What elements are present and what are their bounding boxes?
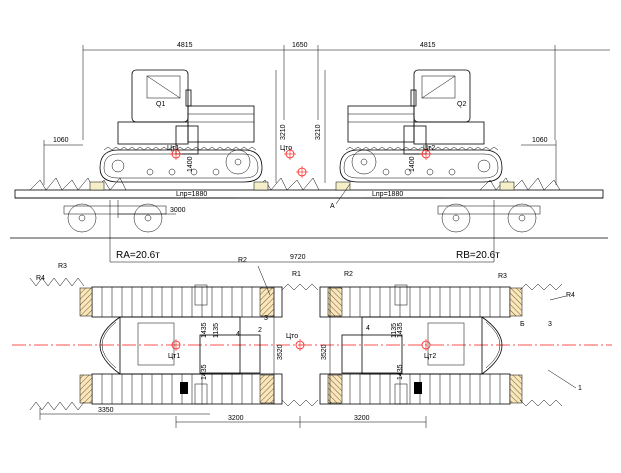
callout-2: 2 bbox=[258, 327, 262, 334]
dim-gauge-right: 1135 bbox=[391, 323, 398, 338]
callout-r4-left: R4 bbox=[36, 275, 45, 282]
dim-track-a: 1435 bbox=[201, 322, 208, 338]
label-q1: Q1 bbox=[156, 101, 165, 108]
callout-r3-left: R3 bbox=[58, 263, 67, 270]
dim-gap: 1650 bbox=[292, 42, 308, 49]
dim-height-left: 3210 bbox=[280, 124, 287, 140]
dim-track-d: 1435 bbox=[397, 364, 404, 380]
dim-plan-bottom-mid-left: 3200 bbox=[228, 415, 244, 422]
label-cto-plan: Цто bbox=[286, 333, 298, 340]
dim-left-length: 4815 bbox=[177, 42, 193, 49]
callout-3-left: 3 bbox=[264, 315, 268, 322]
callout-r2-left: R2 bbox=[238, 257, 247, 264]
label-ct1-side: Цт1 bbox=[167, 145, 179, 152]
callout-r4-right: R4 bbox=[566, 292, 575, 299]
plan-dims: 1435 1435 1435 1435 1135 1135 3520 3520 … bbox=[39, 287, 427, 428]
callout-4-left: 4 bbox=[236, 331, 240, 338]
tractor-left-plan: Цт1 bbox=[79, 284, 283, 405]
dim-right-length: 4815 bbox=[420, 42, 436, 49]
label-cto-side: Цто bbox=[280, 145, 292, 152]
lashings bbox=[29, 277, 563, 411]
dim-track-b: 1435 bbox=[201, 364, 208, 380]
callout-r2-right: R2 bbox=[344, 271, 353, 278]
plan-view: 9720 bbox=[12, 254, 612, 428]
dim-left-overhang: 1060 bbox=[53, 137, 69, 144]
combined-cg-side: Цто bbox=[280, 145, 308, 178]
dim-3000: 3000 bbox=[170, 207, 186, 214]
dim-lpr-right: Lпр=1880 bbox=[372, 191, 403, 198]
dim-plan-bottom-left: 3350 bbox=[98, 407, 114, 414]
dim-plan-width-left: 3520 bbox=[277, 344, 284, 360]
dim-height-right: 3210 bbox=[315, 124, 322, 140]
callout-b: Б bbox=[520, 321, 525, 328]
label-ct2-side: Цт2 bbox=[423, 145, 435, 152]
dim-right-overhang: 1060 bbox=[532, 137, 548, 144]
dim-cg-right: 1400 bbox=[409, 156, 416, 172]
dim-plan-bottom-mid-right: 3200 bbox=[354, 415, 370, 422]
dim-gauge-left: 1135 bbox=[213, 323, 220, 338]
side-elevation: 4815 1650 4815 3210 3210 1060 1060 Q1 bbox=[10, 42, 610, 262]
dim-plan-total: 9720 bbox=[290, 254, 306, 261]
reaction-a: RA=20.6т bbox=[116, 250, 160, 261]
dim-cg-left: 1400 bbox=[187, 156, 194, 172]
top-dimension-chain: 4815 1650 4815 bbox=[82, 42, 610, 140]
label-q2: Q2 bbox=[457, 101, 466, 108]
label-a: A bbox=[330, 203, 335, 210]
tractor-right-plan bbox=[319, 284, 523, 405]
label-ct1-plan: Цт1 bbox=[168, 353, 180, 360]
tractor-right bbox=[339, 69, 503, 183]
side-lower-dims: Lпр=1880 Lпр=1880 3000 RA=20.6т RB=20.6т bbox=[109, 191, 500, 262]
dim-plan-width-right: 3520 bbox=[321, 344, 328, 360]
callouts: R4 R3 R2 R1 R2 R3 R4 3 2 4 4 Б 3 1 bbox=[36, 257, 582, 392]
callout-r1: R1 bbox=[292, 271, 301, 278]
wagon-side: A bbox=[10, 177, 608, 239]
callout-4-right: 4 bbox=[366, 325, 370, 332]
tractor-left: Q1 Цт1 1400 bbox=[99, 69, 263, 183]
callout-3-right: 3 bbox=[548, 321, 552, 328]
dim-track-c: 1435 bbox=[397, 322, 404, 338]
label-ct2-plan: Цт2 bbox=[424, 353, 436, 360]
callout-r3-right: R3 bbox=[498, 273, 507, 280]
callout-1: 1 bbox=[578, 385, 582, 392]
dim-lpr-left: Lпр=1880 bbox=[176, 191, 207, 198]
reaction-b: RB=20.6т bbox=[456, 250, 500, 261]
